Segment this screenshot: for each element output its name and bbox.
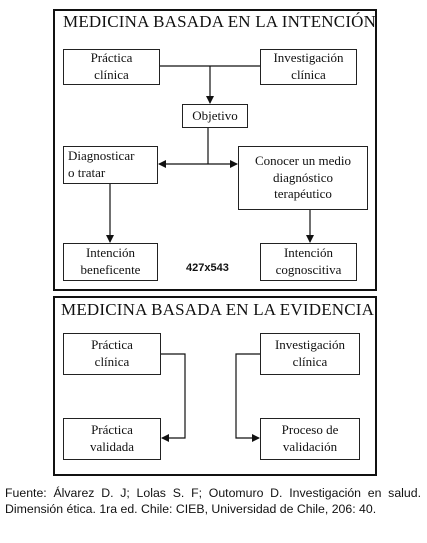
box-line: Investigación	[273, 50, 344, 66]
box-line: Intención	[85, 245, 136, 261]
box-line: clínica	[291, 67, 326, 82]
size-label: 427x543	[186, 262, 229, 274]
objetivo-box: Objetivo	[182, 104, 248, 128]
evidence-panel-title: MEDICINA BASADA EN LA EVIDENCIA	[61, 300, 375, 319]
box-line: Proceso de	[281, 422, 339, 438]
box-line: terapéutico	[274, 186, 332, 202]
intencion-cognoscitiva-box: Intención cognoscitiva	[260, 243, 357, 281]
box-line: o tratar	[68, 165, 106, 180]
practica-validada-box: Práctica validada	[63, 418, 161, 460]
box-line: Diagnosticar	[68, 148, 135, 164]
conocer-medio-box: Conocer un medio diagnóstico terapéutico	[238, 146, 368, 210]
box-line: Práctica	[91, 337, 133, 353]
arrow-to-practica-validada	[161, 353, 186, 442]
box-line: Intención	[283, 245, 334, 261]
investigacion-clinica-box: Investigación clínica	[260, 49, 357, 85]
intention-panel-title: MEDICINA BASADA EN LA INTENCIÓN	[63, 12, 377, 31]
box-line: diagnóstico	[273, 169, 333, 185]
practica-clinica-box: Práctica clínica	[63, 49, 160, 85]
bottom-investigacion-clinica-box: Investigación clínica	[260, 333, 360, 375]
box-line: validación	[282, 439, 338, 454]
box-line: clínica	[94, 67, 129, 82]
intencion-beneficente-box: Intención beneficente	[63, 243, 158, 281]
box-line: clínica	[292, 354, 328, 369]
arrow-to-proceso-validacion	[235, 353, 260, 442]
diagnosticar-box: Diagnosticar o tratar	[63, 146, 158, 184]
box-line: validada	[89, 439, 135, 454]
box-line: Conocer un medio	[254, 152, 352, 168]
box-line: cognoscitiva	[275, 262, 342, 277]
box-line: beneficente	[80, 262, 141, 277]
proceso-validacion-box: Proceso de validación	[260, 418, 360, 460]
box-line: Investigación	[274, 337, 346, 353]
box-line: clínica	[94, 354, 130, 369]
bottom-practica-clinica-box: Práctica clínica	[63, 333, 161, 375]
box-line: Práctica	[91, 422, 133, 438]
box-line: Práctica	[90, 50, 133, 66]
source-caption: Fuente: Álvarez D. J; Lolas S. F; Outomu…	[5, 486, 421, 517]
box-line: Objetivo	[192, 107, 238, 123]
